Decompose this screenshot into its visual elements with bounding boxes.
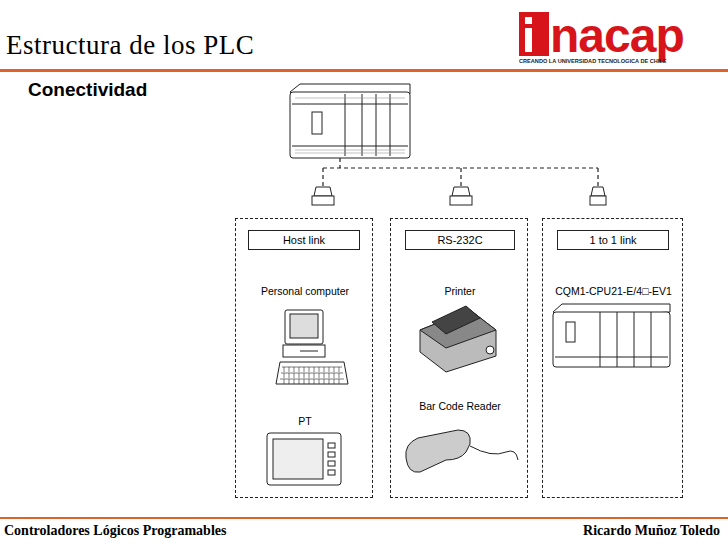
keyboard-key xyxy=(314,367,315,372)
link-type-label: RS-232C xyxy=(437,234,482,246)
keyboard-key xyxy=(324,379,325,384)
keyboard-key xyxy=(319,367,320,372)
cqm1-plc xyxy=(553,304,670,367)
keyboard-key xyxy=(304,379,305,384)
keyboard-key xyxy=(304,367,305,372)
keyboard-key xyxy=(294,367,295,372)
keyboard-key xyxy=(282,367,342,368)
keyboard-key xyxy=(289,379,290,384)
keyboard-key xyxy=(299,367,300,372)
logo-tagline: CREANDO LA UNIVERSIDAD TECNOLOGICA DE CH… xyxy=(519,58,667,64)
footer-rule xyxy=(0,517,728,519)
keyboard-key xyxy=(329,379,330,384)
keyboard-key xyxy=(309,379,310,384)
page-title: Estructura de los PLC xyxy=(6,30,254,61)
link-type-box: Host link xyxy=(248,230,360,250)
keyboard-key xyxy=(334,379,335,384)
keyboard-key xyxy=(304,373,305,378)
keyboard-key xyxy=(319,373,320,378)
link-type-label: 1 to 1 link xyxy=(589,234,636,246)
keyboard-key xyxy=(314,379,315,384)
keyboard-key xyxy=(294,373,295,378)
keyboard-key xyxy=(329,367,330,372)
keyboard-key xyxy=(284,379,285,384)
keyboard-key xyxy=(299,379,300,384)
bar-code-reader xyxy=(406,430,518,472)
dashed-group: PrinterBar Code Reader RS-232C xyxy=(390,218,528,498)
link-type-label: Host link xyxy=(283,234,325,246)
section-heading: Conectividad xyxy=(28,79,147,101)
header-rule xyxy=(0,69,728,72)
device-label: Printer xyxy=(391,285,529,297)
logo-mark xyxy=(519,12,549,56)
keyboard-key xyxy=(289,373,290,378)
keyboard-key xyxy=(294,379,295,384)
printer xyxy=(420,306,496,372)
link-type-box: 1 to 1 link xyxy=(557,230,669,250)
keyboard-key xyxy=(334,367,335,372)
keyboard-key xyxy=(280,379,344,380)
keyboard-key xyxy=(339,379,340,384)
keyboard-key xyxy=(309,373,310,378)
footer-author: Ricardo Muñoz Toledo xyxy=(583,523,720,539)
keyboard-key xyxy=(339,367,340,372)
keyboard-key xyxy=(319,379,320,384)
dashed-group: Personal computerPT Host link xyxy=(235,218,373,498)
keyboard-key xyxy=(329,373,330,378)
device-label: PT xyxy=(236,415,374,427)
device-label: Bar Code Reader xyxy=(391,400,529,412)
keyboard-key xyxy=(289,367,290,372)
device-label: CQM1-CPU21-E/4□-EV1 xyxy=(543,285,684,297)
link-type-box: RS-232C xyxy=(405,230,515,250)
keyboard-key xyxy=(334,373,335,378)
keyboard-key xyxy=(339,373,340,378)
keyboard-key xyxy=(309,367,310,372)
dashed-group: CQM1-CPU21-E/4□-EV1 1 to 1 link xyxy=(542,218,683,498)
keyboard-key xyxy=(284,373,285,378)
pt-terminal xyxy=(267,433,341,485)
personal-computer xyxy=(276,310,348,384)
footer-course: Controladores Lógicos Programables xyxy=(4,523,226,539)
keyboard-key xyxy=(299,373,300,378)
logo-text: nacap xyxy=(550,8,684,63)
connector-plug xyxy=(312,187,606,205)
plc-unit xyxy=(290,84,410,158)
keyboard-key xyxy=(314,373,315,378)
device-label: Personal computer xyxy=(236,285,374,297)
keyboard-key xyxy=(324,373,325,378)
keyboard-key xyxy=(284,367,285,372)
dashed-bus xyxy=(323,158,598,186)
keyboard-key xyxy=(324,367,325,372)
